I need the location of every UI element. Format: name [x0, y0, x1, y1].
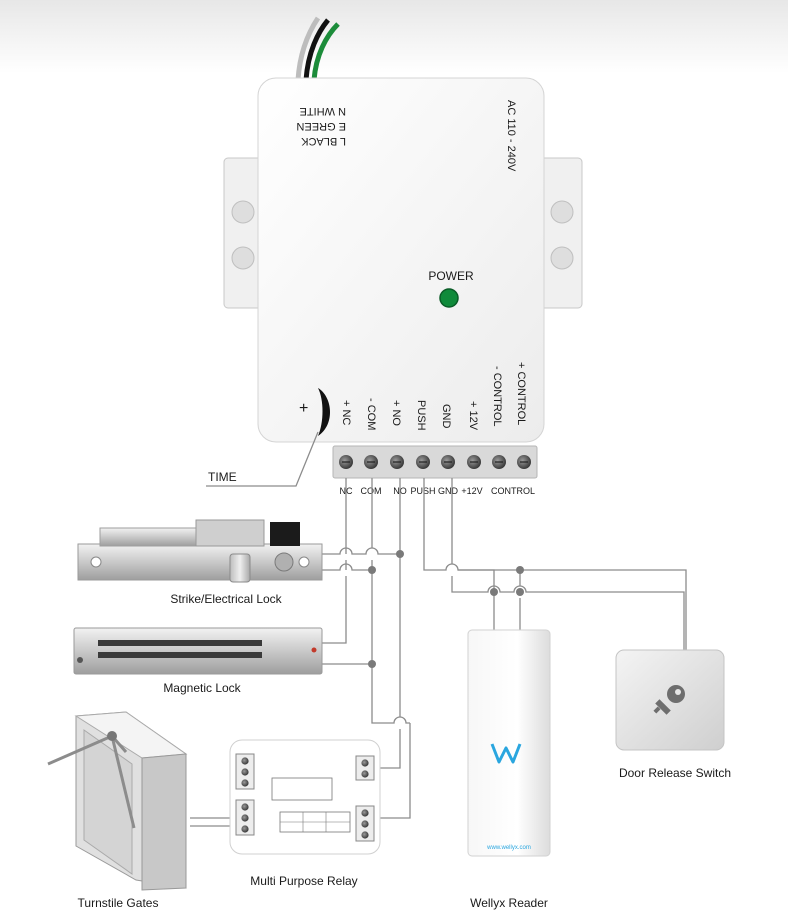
terminal-label-com: - COM	[365, 398, 377, 430]
input-voltage-label: AC 110 - 240V	[505, 100, 517, 172]
power-supply-case	[257, 77, 545, 443]
relay-board	[229, 739, 381, 855]
lock-latch	[274, 552, 294, 572]
wellyx-logo	[490, 743, 522, 764]
relay-label: Multi Purpose Relay	[250, 874, 357, 888]
magnetic-lock-label: Magnetic Lock	[163, 681, 241, 695]
wiring	[190, 478, 687, 827]
terminal-label-minus-control: - CONTROL	[491, 366, 503, 427]
maglock-indicator	[311, 647, 317, 653]
maglock-body	[73, 627, 323, 675]
maglock-coil-stripe	[98, 640, 262, 646]
relay-terminal-screw	[241, 768, 249, 776]
terminal-com: COM	[361, 486, 382, 496]
relay-terminal-screw	[361, 770, 369, 778]
terminal-12v: +12V	[461, 486, 482, 496]
mains-wire-label: N WHITE	[300, 105, 346, 117]
lock-bolt	[229, 553, 251, 583]
strike-electrical-lock: Strike/Electrical Lock	[77, 519, 323, 606]
terminal-block-labels: NC COM NO PUSH GND +12V CONTROL	[340, 486, 536, 496]
maglock-coil-stripe	[98, 652, 262, 658]
relay-terminal-screw	[361, 820, 369, 828]
relay-terminal-screw	[361, 831, 369, 839]
turnstile-gates: Turnstile Gates	[47, 711, 188, 910]
door-release-switch: Door Release Switch	[615, 649, 731, 780]
turnstile-side	[141, 753, 187, 891]
mount-hole	[550, 246, 574, 270]
wire-com	[371, 478, 410, 724]
relay-terminal-screw	[361, 809, 369, 817]
relay-terminal-screw	[241, 779, 249, 787]
multi-purpose-relay: Multi Purpose Relay	[229, 739, 381, 888]
junction-dot	[368, 566, 376, 574]
plus-symbol: +	[299, 400, 308, 417]
relay-terminals	[235, 753, 375, 842]
wire-gnd	[451, 478, 685, 650]
terminal-screws	[339, 455, 531, 469]
terminal-push: PUSH	[410, 486, 435, 496]
junction-dot	[368, 660, 376, 668]
vertical-terminal-labels: + NC - COM + NO PUSH GND + 12V - CONTROL…	[340, 362, 527, 431]
junction-dot	[490, 588, 498, 596]
time-label: TIME	[208, 470, 237, 484]
relay-terminal-screw	[241, 803, 249, 811]
door-switch-label: Door Release Switch	[619, 766, 731, 780]
lock-housing	[195, 519, 265, 547]
turnstile-arm	[47, 734, 113, 766]
relay-component	[271, 777, 333, 801]
mount-hole	[231, 200, 255, 224]
turnstile-hub	[107, 731, 117, 741]
screw-hole	[90, 556, 102, 568]
wire-nc-lower	[322, 560, 347, 644]
terminal-label-no: + NO	[390, 400, 402, 426]
time-callout-line	[206, 431, 319, 487]
maglock-screw	[77, 657, 83, 663]
relay-terminal-screw	[241, 757, 249, 765]
lock-connector	[270, 522, 300, 546]
power-supply: L BLACK E GREEN N WHITE AC 110 - 240V PO…	[206, 16, 583, 496]
screw-hole	[298, 556, 310, 568]
mount-hole	[231, 246, 255, 270]
mains-wire-labels: L BLACK E GREEN N WHITE	[296, 105, 346, 147]
turnstile-arm	[110, 735, 136, 829]
junction-dot	[396, 550, 404, 558]
mains-wire-label: E GREEN	[296, 120, 346, 132]
strike-lock-label: Strike/Electrical Lock	[170, 592, 282, 606]
wire-strike-bottom	[322, 563, 372, 571]
terminal-gnd: GND	[438, 486, 459, 496]
wire-switch	[458, 569, 687, 650]
terminal-control: CONTROL	[491, 486, 535, 496]
terminal-block	[332, 445, 538, 479]
terminal-label-nc: + NC	[340, 400, 352, 425]
power-led-label: POWER	[428, 269, 474, 283]
power-led	[439, 288, 459, 308]
mains-cable	[295, 16, 340, 81]
wellyx-reader: www.wellyx.com Wellyx Reader	[467, 629, 551, 910]
mains-wire-label: L BLACK	[300, 135, 346, 147]
magnetic-lock: Magnetic Lock	[73, 627, 323, 695]
relay-terminal-screw	[361, 759, 369, 767]
relay-terminal-screw	[241, 814, 249, 822]
terminal-label-12v: + 12V	[467, 401, 479, 431]
relay-terminal-screw	[241, 825, 249, 833]
reader-body	[467, 629, 551, 857]
terminal-label-gnd: GND	[440, 404, 452, 429]
wire-turnstile	[190, 817, 232, 827]
junction-dot	[516, 588, 524, 596]
wire-strike-top	[322, 547, 400, 555]
reader-url: www.wellyx.com	[486, 845, 531, 851]
relay-terminal-block	[355, 755, 375, 781]
turnstile-label: Turnstile Gates	[78, 896, 159, 910]
junction-dot	[516, 566, 524, 574]
terminal-label-plus-control: + CONTROL	[515, 362, 527, 425]
terminal-label-push: PUSH	[415, 400, 427, 431]
mount-hole	[550, 200, 574, 224]
reader-label: Wellyx Reader	[470, 896, 548, 910]
time-adjust-knob	[318, 388, 331, 436]
